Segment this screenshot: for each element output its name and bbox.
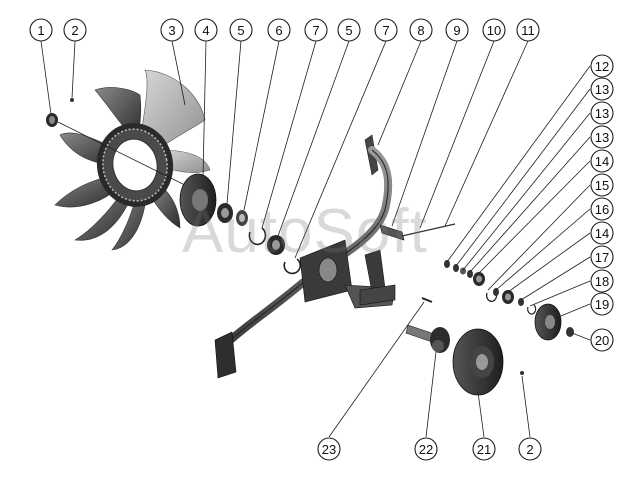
bracket-frame [214, 134, 396, 379]
callout-15: 15 [590, 173, 614, 197]
callout-8: 8 [409, 18, 433, 42]
callout-5-a: 5 [229, 18, 253, 42]
hub-part [534, 303, 562, 341]
snap-ring-mid [283, 258, 302, 275]
callout-label: 15 [595, 178, 609, 193]
callout-label: 11 [521, 23, 535, 38]
callout-13-c: 13 [590, 125, 614, 149]
callout-label: 18 [595, 274, 609, 289]
callout-23: 23 [317, 437, 341, 461]
callout-12: 12 [590, 54, 614, 78]
callout-1: 1 [29, 18, 53, 42]
callout-7-b: 7 [374, 18, 398, 42]
callout-17: 17 [590, 245, 614, 269]
callout-label: 12 [595, 59, 609, 74]
bolt-part [379, 223, 456, 241]
callout-label: 9 [453, 23, 460, 38]
fan-hub [96, 123, 174, 207]
callout-label: 22 [419, 442, 433, 457]
callout-label: 13 [595, 130, 609, 145]
seal-left [236, 210, 248, 226]
nut-part [566, 327, 574, 337]
callout-label: 5 [237, 23, 244, 38]
snap-ring-left [248, 227, 267, 246]
callout-13-b: 13 [590, 101, 614, 125]
callout-3: 3 [160, 18, 184, 42]
cap-part [46, 113, 58, 127]
callout-19: 19 [590, 292, 614, 316]
screw-part-top [70, 98, 74, 102]
bearing-mid [267, 235, 285, 255]
callout-label: 13 [595, 82, 609, 97]
callout-label: 7 [312, 23, 319, 38]
callout-9: 9 [445, 18, 469, 42]
callout-label: 3 [168, 23, 175, 38]
callout-label: 19 [595, 297, 609, 312]
callout-label: 17 [595, 250, 609, 265]
callout-20: 20 [590, 328, 614, 352]
callout-label: 21 [477, 442, 491, 457]
pin-part [421, 297, 433, 303]
callout-label: 14 [595, 154, 609, 169]
callout-label: 7 [382, 23, 389, 38]
callout-label: 8 [417, 23, 424, 38]
callout-label: 2 [71, 23, 78, 38]
shaft-part [405, 324, 450, 353]
callout-2-top: 2 [63, 18, 87, 42]
fan-pulley [179, 173, 217, 227]
callout-5-b: 5 [337, 18, 361, 42]
callout-7-a: 7 [304, 18, 328, 42]
callout-label: 1 [37, 23, 44, 38]
callout-label: 4 [202, 23, 209, 38]
callout-label: 13 [595, 106, 609, 121]
callout-label: 10 [487, 23, 501, 38]
callout-6: 6 [267, 18, 291, 42]
callout-13-a: 13 [590, 77, 614, 101]
callout-label: 16 [595, 202, 609, 217]
callout-10: 10 [482, 18, 506, 42]
callout-14-b: 14 [590, 221, 614, 245]
callout-label: 20 [595, 333, 609, 348]
callout-label: 23 [322, 442, 336, 457]
small-parts-row [444, 260, 537, 315]
callout-14-a: 14 [590, 149, 614, 173]
callout-11: 11 [516, 18, 540, 42]
callout-16: 16 [590, 197, 614, 221]
callout-label: 5 [345, 23, 352, 38]
callout-4: 4 [194, 18, 218, 42]
bearing-left [217, 203, 233, 223]
callout-21: 21 [472, 437, 496, 461]
callout-2-bottom: 2 [518, 437, 542, 461]
callout-label: 2 [526, 442, 533, 457]
drive-pulley [452, 328, 504, 396]
callout-18: 18 [590, 269, 614, 293]
leader-lines [40, 40, 591, 438]
callout-label: 14 [595, 226, 609, 241]
callout-22: 22 [414, 437, 438, 461]
screw-part-bottom [520, 371, 524, 375]
callout-label: 6 [275, 23, 282, 38]
